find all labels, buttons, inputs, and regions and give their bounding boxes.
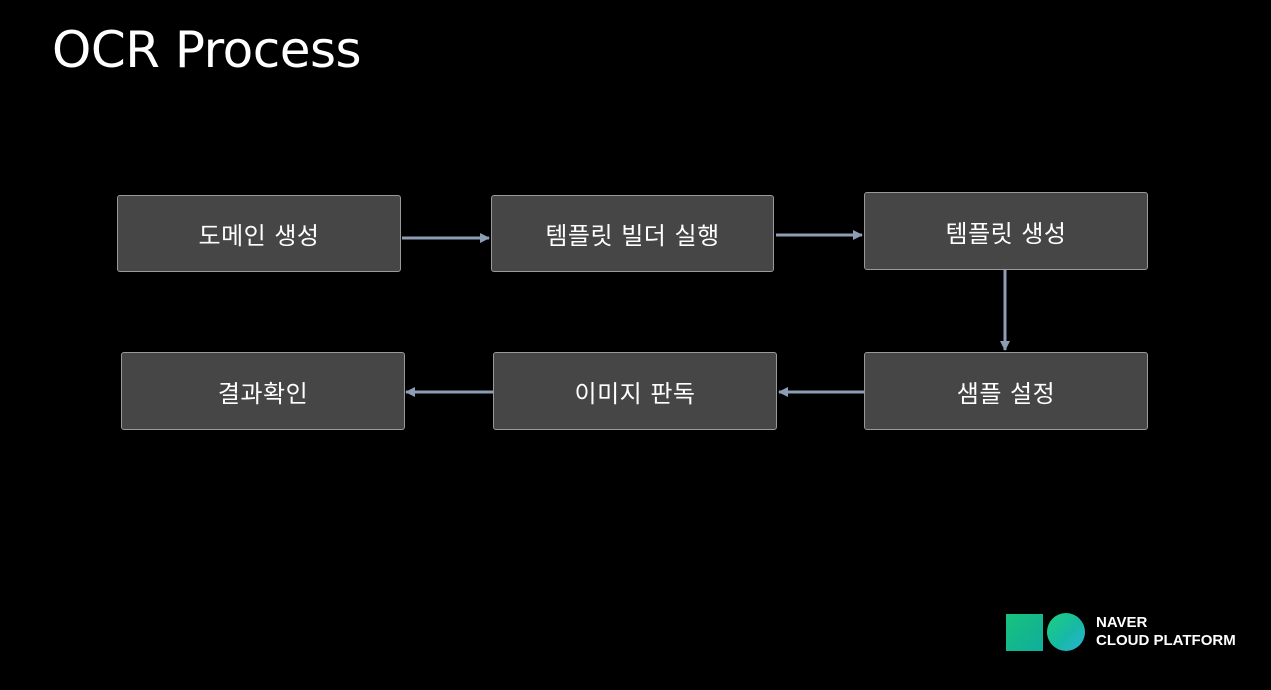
node-template-builder-run: 템플릿 빌더 실행 (491, 195, 774, 272)
node-result-check: 결과확인 (121, 352, 405, 430)
node-image-read: 이미지 판독 (493, 352, 777, 430)
slide-title: OCR Process (52, 21, 362, 79)
logo-circle-icon (1047, 613, 1085, 651)
node-template-create: 템플릿 생성 (864, 192, 1148, 270)
logo-line-naver: NAVER (1096, 614, 1148, 631)
naver-cloud-platform-logo: NAVER CLOUD PLATFORM (1006, 612, 1256, 652)
logo-text: NAVER CLOUD PLATFORM (1096, 614, 1236, 650)
logo-square-icon (1006, 614, 1043, 651)
logo-line-cloud-platform: CLOUD PLATFORM (1096, 632, 1236, 649)
node-sample-setup: 샘플 설정 (864, 352, 1148, 430)
node-domain-create: 도메인 생성 (117, 195, 401, 272)
